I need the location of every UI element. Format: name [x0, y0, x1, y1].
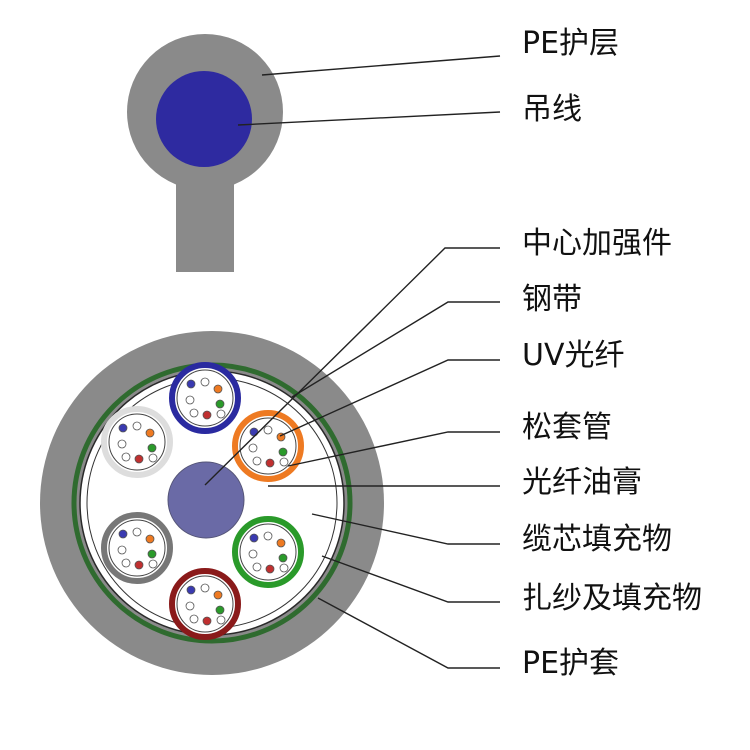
tube-blue-inner-edge — [176, 369, 234, 427]
tube-white-inner-edge — [108, 413, 166, 471]
tube-blue-fiber-7 — [202, 410, 212, 420]
tube-blue-ring — [169, 362, 241, 434]
loose-tubes-group — [101, 362, 304, 640]
leader-line-2 — [237, 111, 501, 126]
tube-gray — [101, 512, 173, 584]
pe-neck-shape — [176, 180, 234, 272]
tube-gray-fiber-2 — [132, 527, 142, 537]
tube-blue-fiber-1 — [186, 379, 196, 389]
tube-orange — [232, 410, 304, 482]
tube-blue-fiber-4 — [185, 395, 195, 405]
leader-line-10 — [317, 597, 500, 669]
tube-orange-fiber-6 — [252, 456, 262, 466]
tube-blue-fiber-2 — [200, 377, 210, 387]
tube-orange-inner-edge — [239, 417, 297, 475]
tube-gray-fiber-6 — [121, 558, 131, 568]
tube-orange-fiber-2 — [263, 425, 273, 435]
central-member-shape — [167, 461, 245, 539]
tube-green-fiber-4 — [248, 549, 258, 559]
tube-gray-fiber-3 — [145, 534, 155, 544]
tube-green-fiber-7 — [265, 564, 275, 574]
tube-green-fiber-8 — [279, 563, 289, 573]
tube-white-ring — [101, 406, 173, 478]
messenger-wire-shape — [156, 71, 252, 167]
leader-line-1 — [261, 55, 501, 76]
tube-orange-fiber-7 — [265, 458, 275, 468]
label-uv-fiber: UV光纤 — [522, 338, 625, 373]
tube-white — [101, 406, 173, 478]
tube-blue-fiber-5 — [215, 399, 225, 409]
label-pe-sheath: PE护套 — [522, 646, 620, 681]
label-core-filler: 缆芯填充物 — [522, 522, 672, 557]
tube-orange-fiber-8 — [279, 457, 289, 467]
tube-white-fiber-5 — [147, 443, 157, 453]
label-pe-layer: PE护层 — [522, 26, 620, 61]
tube-red-fiber-8 — [216, 615, 226, 625]
tube-gray-fiber-4 — [117, 545, 127, 555]
tube-white-fiber-7 — [134, 454, 144, 464]
tube-red-fiber-3 — [213, 590, 223, 600]
tube-blue — [169, 362, 241, 434]
tube-blue-fiber-6 — [189, 408, 199, 418]
leader-line-8 — [311, 513, 500, 545]
leader-lines-group — [204, 55, 501, 669]
tube-gray-fiber-1 — [118, 529, 128, 539]
tube-blue-fiber-3 — [213, 384, 223, 394]
label-central-member: 中心加强件 — [522, 226, 672, 261]
tube-green-ring — [232, 516, 304, 588]
tube-red-fiber-5 — [215, 605, 225, 615]
tube-red-fiber-1 — [186, 585, 196, 595]
tube-green-fiber-6 — [252, 562, 262, 572]
tube-white-fiber-2 — [132, 421, 142, 431]
tube-red-fiber-7 — [202, 616, 212, 626]
tube-green-fiber-2 — [263, 531, 273, 541]
tube-gray-inner-edge — [108, 519, 166, 577]
tube-red-fiber-2 — [200, 583, 210, 593]
leader-line-9 — [321, 555, 500, 603]
label-steel-tape: 钢带 — [522, 282, 582, 317]
label-messenger-wire: 吊线 — [522, 92, 582, 127]
tube-white-fiber-6 — [121, 452, 131, 462]
label-loose-tube: 松套管 — [522, 410, 612, 445]
tube-orange-fiber-5 — [278, 447, 288, 457]
tube-orange-fiber-4 — [248, 443, 258, 453]
tube-green-fiber-5 — [278, 553, 288, 563]
leader-line-3 — [204, 247, 500, 486]
tube-green-fiber-3 — [276, 538, 286, 548]
tube-gray-fiber-8 — [148, 559, 158, 569]
tube-blue-fiber-8 — [216, 409, 226, 419]
tube-green — [232, 516, 304, 588]
tube-green-fiber-1 — [249, 533, 259, 543]
tube-green-inner-edge — [239, 523, 297, 581]
leader-line-4 — [291, 301, 500, 398]
leader-line-6 — [287, 431, 500, 467]
tube-red-fiber-6 — [189, 614, 199, 624]
tube-white-fiber-8 — [148, 453, 158, 463]
tube-white-fiber-3 — [145, 428, 155, 438]
label-fiber-gel: 光纤油膏 — [522, 465, 642, 500]
tube-red — [169, 568, 241, 640]
tube-red-ring — [169, 568, 241, 640]
tube-red-inner-edge — [176, 575, 234, 633]
tube-gray-fiber-5 — [147, 549, 157, 559]
tube-red-fiber-4 — [185, 601, 195, 611]
tube-white-fiber-4 — [117, 439, 127, 449]
tube-gray-ring — [101, 512, 173, 584]
tube-gray-fiber-7 — [134, 560, 144, 570]
tube-white-fiber-1 — [118, 423, 128, 433]
label-binder-filler: 扎纱及填充物 — [522, 581, 702, 616]
leader-line-5 — [279, 359, 500, 437]
